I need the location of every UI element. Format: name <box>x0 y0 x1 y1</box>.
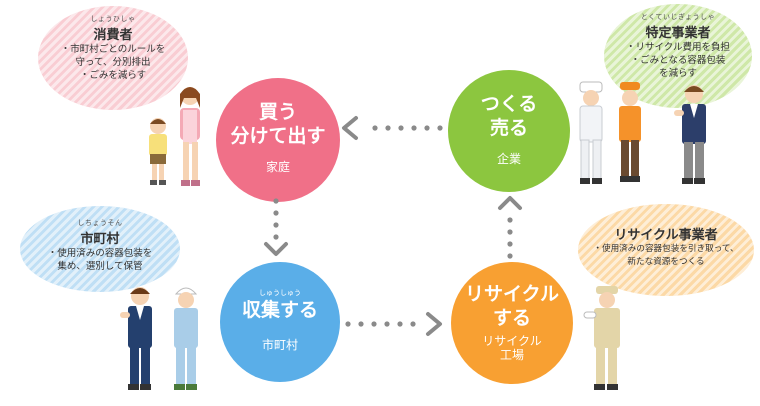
arrow-collect-to-recycle <box>345 312 442 336</box>
business-title: 特定事業者 <box>645 26 711 41</box>
company-label: 企業 <box>496 152 521 166</box>
recycler-line-2: 新たな資源をつくる <box>627 257 705 267</box>
arrow-make-to-buy <box>342 116 443 140</box>
collect-line-1: 収集する <box>241 299 318 321</box>
municipality-line-1: ・使用済みの容器包装を <box>47 248 153 259</box>
collect-ruby: しゅうしゅう <box>259 289 301 297</box>
business-people-illustration <box>579 81 706 184</box>
municipality-title: 市町村 <box>80 232 120 247</box>
company-line-1: つくる <box>480 93 538 115</box>
business-line-3: を減らす <box>659 68 697 79</box>
collect-label: 市町村 <box>261 338 298 352</box>
consumer-line-1: ・市町村ごとのルールを <box>60 44 166 55</box>
household-circle: 買う 分けて出す 家庭 <box>216 78 340 202</box>
recycler-worker-illustration <box>583 286 620 390</box>
recycle-circle: リサイクル する リサイクル 工場 <box>451 262 573 384</box>
company-line-2: 売る <box>489 117 528 139</box>
business-line-1: ・リサイクル費用を負担 <box>625 42 731 53</box>
recycler-line-1: ・使用済みの容器包装を引き取って、 <box>593 244 739 254</box>
recycler-bubble: リサイクル事業者 ・使用済みの容器包装を引き取って、 新たな資源をつくる <box>578 204 754 296</box>
recycle-line-1: リサイクル <box>464 283 560 305</box>
recycle-line-2: する <box>492 307 531 329</box>
consumer-title: 消費者 <box>93 28 133 43</box>
consumer-ruby: しょうひしゃ <box>90 15 136 23</box>
recycle-label-2: 工場 <box>499 348 524 362</box>
municipality-circle: しゅうしゅう 収集する 市町村 <box>220 262 340 382</box>
consumer-line-2: 守って、分別排出 <box>75 57 151 68</box>
business-line-2: ・ごみとなる容器包装 <box>630 55 726 66</box>
household-line-2: 分けて出す <box>230 125 326 147</box>
municipality-line-2: 集め、選別して保管 <box>57 261 143 272</box>
consumer-line-3: ・ごみを減らす <box>79 70 147 81</box>
municipality-ruby: しちょうそん <box>77 219 123 227</box>
recycler-title: リサイクル事業者 <box>614 228 718 243</box>
recycle-label-1: リサイクル <box>482 334 542 348</box>
household-label: 家庭 <box>265 160 290 174</box>
arrow-buy-to-collect <box>264 198 288 256</box>
consumer-bubble: しょうひしゃ 消費者 ・市町村ごとのルールを 守って、分別排出 ・ごみを減らす <box>38 6 188 110</box>
company-circle: つくる 売る 企業 <box>448 70 570 192</box>
municipality-people-illustration <box>120 287 198 390</box>
arrow-recycle-to-make <box>498 196 522 259</box>
business-ruby: とくていじぎょうしゃ <box>640 13 716 21</box>
household-line-1: 買う <box>258 101 297 123</box>
municipality-bubble: しちょうそん 市町村 ・使用済みの容器包装を 集め、選別して保管 <box>20 206 180 292</box>
family-illustration <box>149 87 200 186</box>
